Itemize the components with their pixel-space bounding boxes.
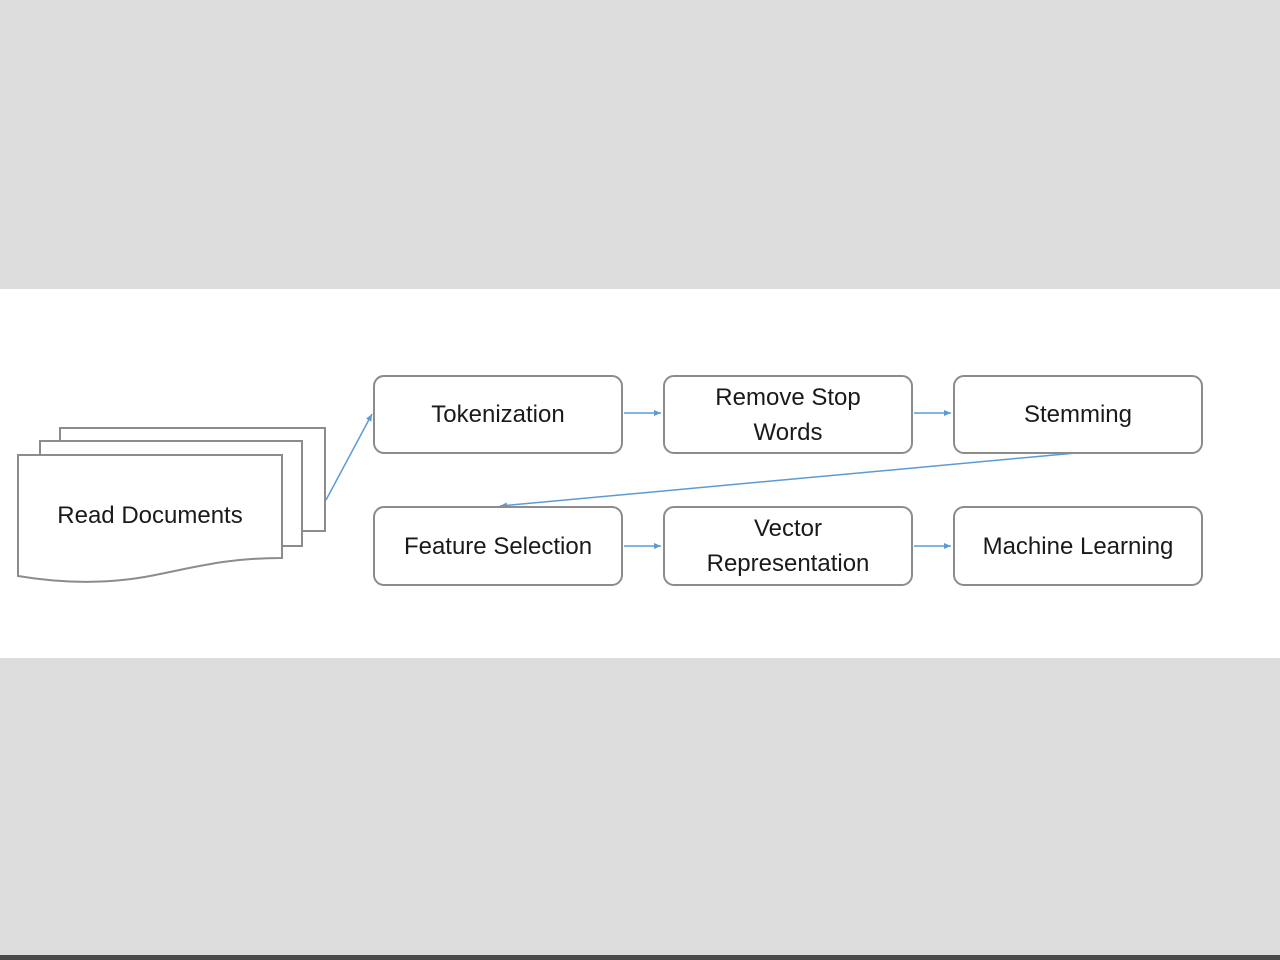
step-label: Stemming <box>1023 401 1133 428</box>
step-remove-stop-words: Remove Stop Words <box>663 375 913 454</box>
step-stemming: Stemming <box>953 375 1203 454</box>
step-label: Remove Stop Words <box>715 383 861 446</box>
step-tokenization: Tokenization <box>373 375 623 454</box>
step-vector-representation: Vector Representation <box>663 506 913 586</box>
step-label: Vector Representation <box>706 515 870 577</box>
step-machine-learning: Machine Learning <box>953 506 1203 586</box>
document-sheet-front <box>17 454 283 583</box>
connector-stemming-to-feature-selection <box>499 452 1077 509</box>
connector-documents-to-tokenization <box>325 413 373 501</box>
step-feature-selection: Feature Selection <box>373 506 623 586</box>
step-label: Feature Selection <box>403 532 593 560</box>
window-bottom-edge <box>0 955 1280 960</box>
step-label: Tokenization <box>431 401 565 428</box>
read-documents-label: Read Documents <box>57 502 243 529</box>
documents-stack-icon <box>17 427 326 583</box>
step-label: Machine Learning <box>982 532 1174 560</box>
